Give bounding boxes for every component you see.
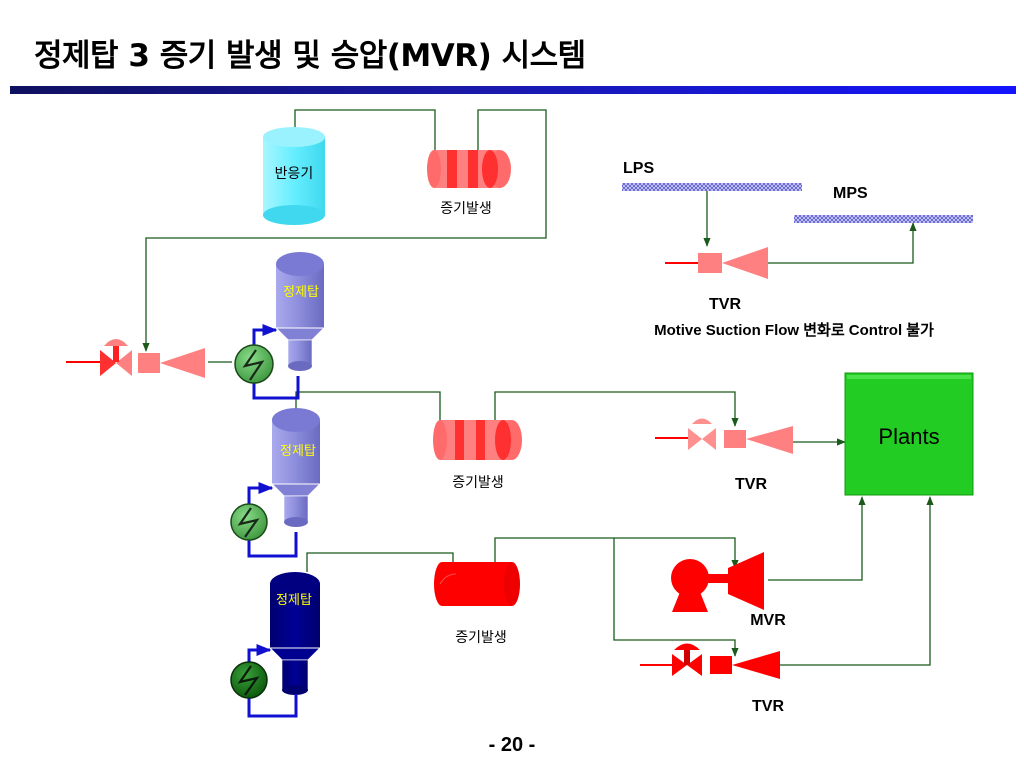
steam-generator-1: 증기발생 — [427, 150, 511, 217]
tvr-bottom-label: TVR — [752, 698, 784, 715]
ejector-icon — [732, 651, 780, 679]
steam-generator-3-label: 증기발생 — [455, 630, 507, 646]
column-3: 정제탑 — [268, 572, 322, 695]
steam-generator-2: 증기발생 — [433, 420, 522, 491]
ejector-icon — [722, 247, 768, 279]
tvr-note: Motive Suction Flow 변화로 Control 불가 — [654, 322, 934, 339]
process-piping — [142, 109, 934, 666]
reboiler-loop-3 — [230, 644, 298, 718]
plants-label: Plants — [878, 424, 939, 449]
page-number: - 20 - — [488, 734, 536, 756]
column-2-label: 정제탑 — [280, 444, 316, 459]
lps-mps-tvr: LPS MPS TVR Motive Suction Flow 변화로 Cont… — [622, 160, 973, 339]
lps-label: LPS — [623, 160, 654, 177]
slide-title: 정제탑 3 증기 발생 및 승압(MVR) 시스템 — [34, 38, 586, 74]
reboiler-loop-1 — [234, 324, 300, 400]
valve-icon — [688, 428, 716, 450]
tvr-mid-label: TVR — [735, 476, 767, 493]
column-1-label: 정제탑 — [283, 285, 319, 300]
ejector-icon — [160, 348, 205, 378]
ejector-icon — [746, 426, 793, 454]
valve-ejector-1 — [66, 339, 205, 378]
reactor-label: 반응기 — [275, 166, 314, 182]
mvr-label: MVR — [750, 612, 786, 629]
steam-generator-3: 증기발생 — [434, 562, 520, 646]
tvr-mid: TVR — [655, 418, 793, 493]
title-rule — [10, 86, 1016, 94]
mvr-compressor: MVR — [671, 552, 786, 629]
column-2: 정제탑 — [270, 408, 322, 527]
steam-generator-2-label: 증기발생 — [452, 475, 504, 491]
reactor-vessel: 반응기 — [263, 127, 325, 225]
column-3-label: 정제탑 — [276, 593, 312, 608]
lps-header-pipe — [622, 183, 802, 191]
column-1: 정제탑 — [274, 252, 326, 371]
mps-label: MPS — [833, 185, 868, 202]
steam-generator-1-label: 증기발생 — [440, 201, 492, 217]
tvr-top-label: TVR — [709, 296, 741, 313]
mps-header-pipe — [794, 215, 973, 223]
reboiler-loop-2 — [230, 482, 298, 558]
plants-block: Plants — [844, 372, 974, 496]
tvr-bottom: TVR — [640, 643, 784, 715]
compressor-icon — [671, 559, 709, 597]
